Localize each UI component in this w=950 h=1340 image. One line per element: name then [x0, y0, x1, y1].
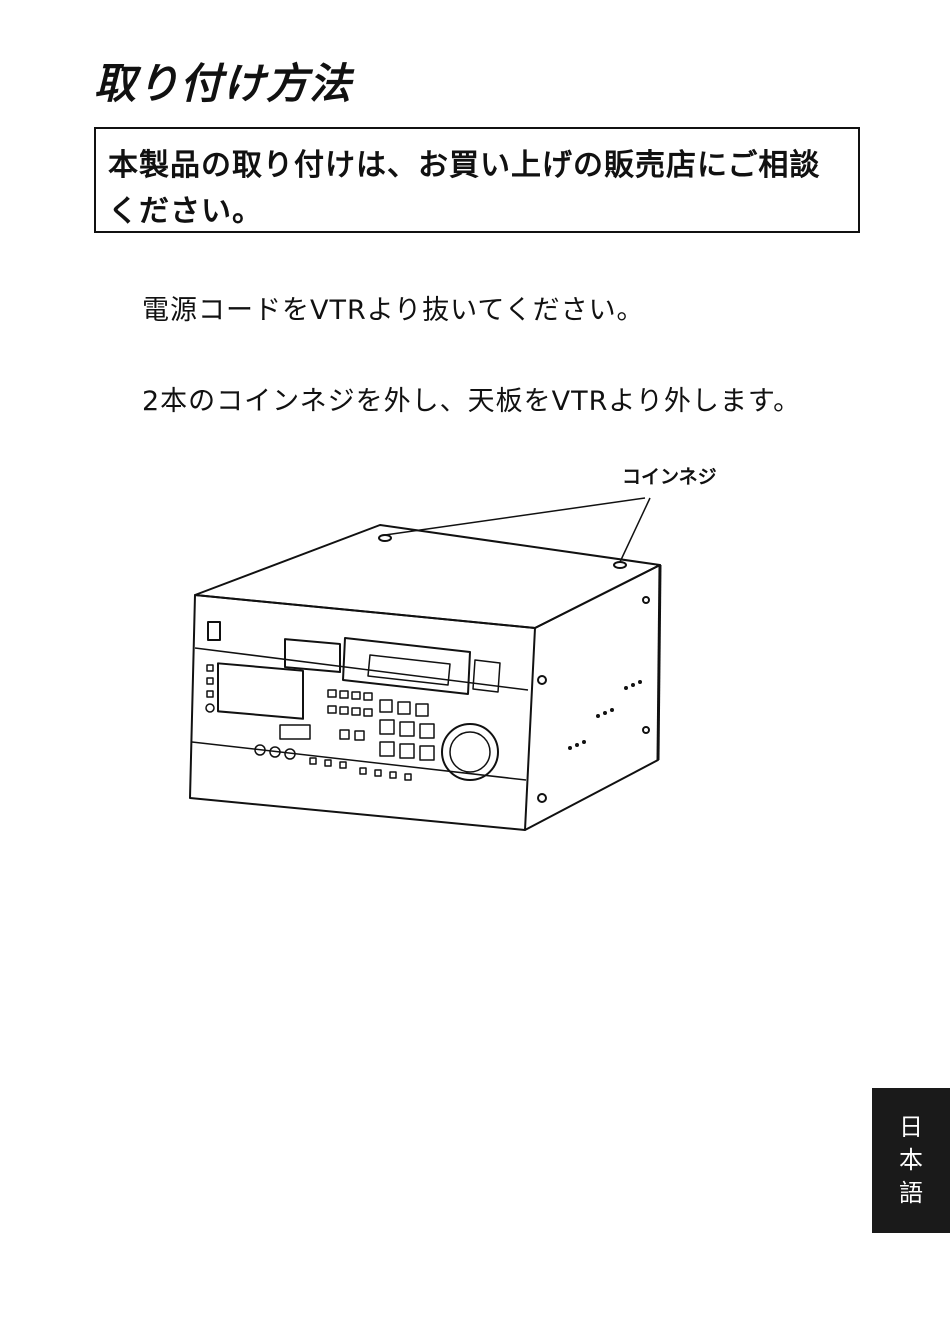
notice-box: 本製品の取り付けは、お買い上げの販売店にご相談 ください。 — [94, 127, 860, 233]
coin-screw-icon — [379, 535, 391, 541]
front-display — [285, 639, 340, 672]
language-tab: 日 本 語 — [872, 1088, 950, 1233]
notice-line-1: 本製品の取り付けは、お買い上げの販売店にご相談 — [108, 143, 848, 189]
bottom-controls — [255, 745, 411, 780]
page-title: 取り付け方法 — [94, 50, 352, 111]
step-2-text: 2本のコインネジを外し、天板をVTRより外します。 — [142, 379, 801, 418]
side-panel — [525, 565, 660, 830]
callout-leader-lines — [385, 498, 650, 562]
step-1-text: 電源コードをVTRより抜いてください。 — [142, 288, 645, 327]
notice-line-2: ください。 — [108, 189, 848, 235]
cassette-slot — [343, 638, 470, 694]
language-tab-char: 本 — [899, 1144, 923, 1177]
language-tab-char: 日 — [899, 1111, 923, 1144]
coin-screw-icon — [614, 562, 626, 568]
vtr-illustration — [180, 480, 680, 840]
language-tab-char: 語 — [899, 1177, 923, 1210]
top-panel — [195, 525, 660, 628]
left-indicator-column — [206, 665, 214, 712]
side-vents — [568, 680, 642, 750]
